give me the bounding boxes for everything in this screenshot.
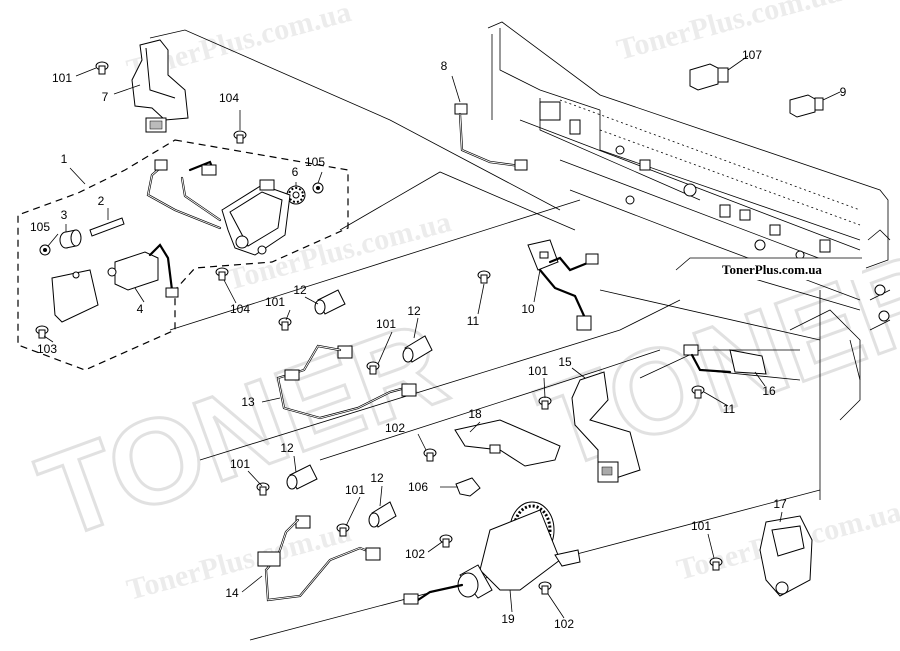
watermark-brand-2: TonerPlus.com.ua — [613, 0, 844, 67]
callout-101d: 101 — [528, 364, 548, 378]
screw-101 — [366, 361, 380, 375]
callout-101a: 101 — [52, 71, 72, 85]
chassis-block — [569, 119, 581, 135]
part-4-solenoid — [107, 243, 179, 298]
callout-104b: 104 — [230, 302, 250, 316]
callout-19: 19 — [501, 612, 515, 626]
screw-104-lower — [215, 267, 229, 281]
chassis-block — [819, 239, 831, 253]
part-3-roller — [59, 229, 82, 249]
part-10-harness — [527, 239, 599, 331]
callout-102a: 102 — [385, 421, 405, 435]
callout-14: 14 — [225, 586, 239, 600]
callout-11b: 11 — [723, 402, 736, 416]
callout-101e: 101 — [230, 457, 250, 471]
callout-17: 17 — [773, 497, 787, 511]
callout-8: 8 — [441, 59, 448, 73]
part-12-sensor — [314, 289, 346, 315]
screw-101 — [256, 482, 270, 496]
screw-101 — [709, 557, 723, 571]
part-107-connector — [689, 63, 729, 91]
callout-101f: 101 — [345, 483, 365, 497]
part-105-clip-left — [39, 244, 51, 256]
screw-104 — [233, 130, 247, 144]
callout-12c: 12 — [280, 441, 294, 455]
callout-101b: 101 — [265, 295, 285, 309]
chassis-block — [769, 224, 781, 236]
part-9-connector — [789, 94, 824, 118]
part-15-guide — [571, 371, 641, 483]
callout-103: 103 — [37, 342, 57, 356]
part-16-bracket — [683, 344, 767, 375]
part-19-motor — [403, 501, 581, 605]
chassis-hole — [683, 183, 697, 197]
site-label-strip: TonerPlus.com.ua — [675, 257, 862, 280]
callout-12a: 12 — [293, 283, 307, 297]
chassis-hole — [754, 239, 766, 251]
screw-11-right — [691, 385, 705, 399]
part-17-cover — [759, 515, 813, 597]
screw-101 — [95, 61, 109, 75]
chassis-hole — [874, 284, 886, 296]
chassis-block — [539, 101, 561, 121]
screw-102 — [538, 581, 552, 595]
part-12-sensor — [402, 335, 433, 363]
part-8-harness — [454, 103, 528, 171]
callout-leaders — [43, 55, 841, 619]
callout-6: 6 — [292, 165, 299, 179]
callout-18: 18 — [468, 407, 482, 421]
part-plate — [51, 269, 99, 323]
callout-11a: 11 — [467, 314, 480, 328]
part-13-harness — [276, 344, 417, 420]
callout-12b: 12 — [407, 304, 421, 318]
callout-4: 4 — [137, 302, 144, 316]
part-18-bracket — [454, 419, 561, 467]
part-2-shaft — [89, 217, 125, 237]
part-12-sensor — [368, 501, 397, 528]
screw-11 — [477, 270, 491, 284]
callout-106: 106 — [408, 480, 428, 494]
chassis-block — [719, 204, 731, 218]
screw-102 — [439, 534, 453, 548]
screw-101 — [278, 317, 292, 331]
chassis-hole — [878, 310, 890, 322]
callout-15: 15 — [558, 355, 572, 369]
screw-103 — [35, 325, 49, 339]
callout-9: 9 — [840, 85, 847, 99]
part-105-clip — [312, 182, 324, 194]
callout-3: 3 — [61, 208, 68, 222]
screw-102 — [423, 448, 437, 462]
assembly-1-outline — [17, 139, 349, 371]
part-assembly-bracket — [146, 159, 291, 256]
screw-101 — [336, 523, 350, 537]
callout-13: 13 — [241, 395, 255, 409]
callout-104a: 104 — [219, 91, 239, 105]
callout-102b: 102 — [405, 547, 425, 561]
callout-10: 10 — [521, 302, 535, 316]
part-7-bracket — [131, 39, 189, 133]
callout-16: 16 — [762, 384, 776, 398]
chassis-block — [739, 209, 751, 221]
callout-2: 2 — [98, 194, 105, 208]
part-106-clip — [455, 477, 481, 497]
chassis-hole — [625, 195, 635, 205]
chassis-hole — [615, 145, 625, 155]
callout-1: 1 — [61, 152, 68, 166]
chassis-block — [639, 159, 651, 171]
callout-12d: 12 — [370, 471, 384, 485]
callout-105a: 105 — [305, 155, 325, 169]
callout-107: 107 — [742, 48, 762, 62]
callout-101c: 101 — [376, 317, 396, 331]
callout-102c: 102 — [554, 617, 574, 631]
part-12-sensor — [286, 464, 318, 490]
site-label: TonerPlus.com.ua — [722, 262, 822, 277]
callout-101g: 101 — [691, 519, 711, 533]
callout-105b: 105 — [30, 220, 50, 234]
callout-7: 7 — [102, 90, 109, 104]
part-14-harness — [257, 515, 381, 602]
